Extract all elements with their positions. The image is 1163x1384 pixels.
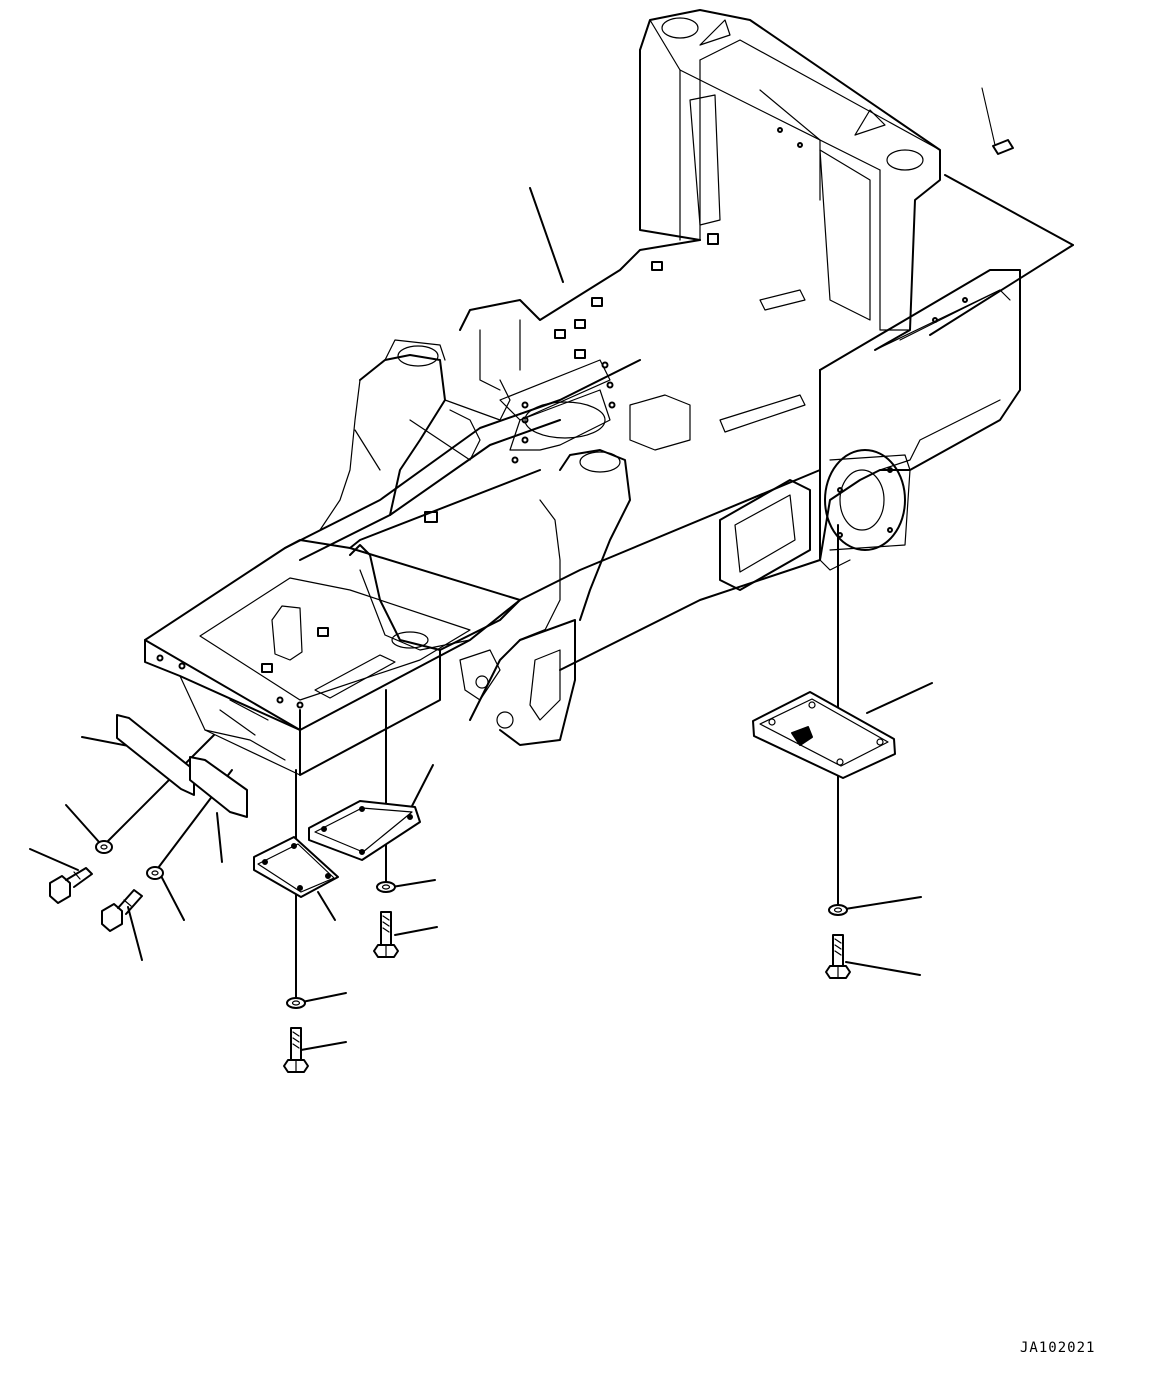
washer-right [828,904,848,916]
cover-plate-right [752,691,896,779]
cover-plate-center-2 [308,800,421,861]
washer-center-2 [286,997,306,1009]
left-cover-plate-2 [189,756,248,818]
plug-cap [981,87,1014,155]
main-frame [144,9,1021,776]
bolt-center-1 [373,911,399,958]
washer-left-2 [146,866,164,880]
left-cover-plate-1 [116,714,195,796]
cover-plate-center-1 [253,836,339,898]
drawing-code-label: JA102021 [1020,1340,1096,1356]
washer-left-1 [95,840,113,854]
washer-center-1 [376,881,396,893]
bolt-left-2 [101,889,143,932]
bolt-right [825,934,851,979]
bolt-left-1 [49,867,93,904]
bolt-center-2 [283,1027,309,1073]
leader-lines [29,174,1074,1051]
assembly-lines [106,524,839,999]
